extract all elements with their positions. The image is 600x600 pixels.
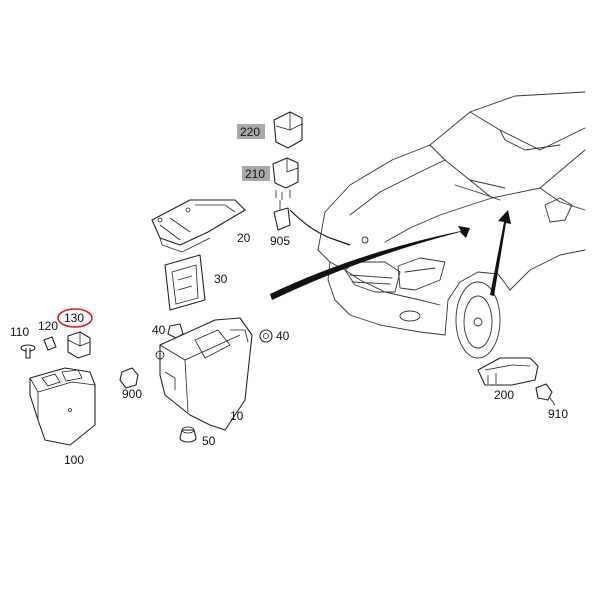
relay-220: 220 bbox=[237, 111, 303, 149]
relay-210: 210 bbox=[242, 157, 299, 200]
housing-10: 10 bbox=[155, 317, 253, 431]
label-900: 900 bbox=[122, 387, 142, 401]
fusebox-100: 100 bbox=[29, 367, 96, 467]
car-outline bbox=[317, 91, 586, 359]
sensor-200: 200 bbox=[477, 357, 539, 402]
label-210: 210 bbox=[245, 167, 265, 181]
highlight-circle bbox=[57, 308, 93, 328]
nut-40-right: 40 bbox=[259, 329, 290, 343]
label-20: 20 bbox=[237, 231, 251, 245]
label-120: 120 bbox=[38, 319, 58, 333]
label-40-left: 40 bbox=[152, 323, 166, 337]
label-110: 110 bbox=[10, 325, 29, 339]
label-30: 30 bbox=[214, 272, 228, 286]
connector-910: 910 bbox=[535, 383, 568, 421]
label-10: 10 bbox=[230, 409, 244, 423]
arrow-to-car bbox=[270, 226, 470, 300]
screw-110: 110 bbox=[10, 325, 36, 359]
relay-130: 130 bbox=[57, 308, 93, 359]
label-905: 905 bbox=[270, 234, 290, 248]
leader-line bbox=[289, 209, 351, 246]
label-100: 100 bbox=[64, 453, 84, 467]
fuse-120: 120 bbox=[38, 319, 58, 351]
arrow-to-bumper bbox=[490, 210, 511, 296]
cover-20: 20 bbox=[151, 199, 251, 253]
label-200: 200 bbox=[494, 388, 514, 402]
label-220: 220 bbox=[240, 125, 260, 139]
label-910: 910 bbox=[548, 407, 568, 421]
label-130: 130 bbox=[64, 311, 84, 325]
grommet-50: 50 bbox=[179, 426, 216, 448]
connector-905: 905 bbox=[270, 200, 291, 248]
label-40-right: 40 bbox=[276, 329, 290, 343]
clip-40-left: 40 bbox=[152, 323, 184, 339]
label-50: 50 bbox=[202, 434, 216, 448]
plate-30: 30 bbox=[164, 254, 228, 311]
connector-900: 900 bbox=[119, 367, 142, 401]
